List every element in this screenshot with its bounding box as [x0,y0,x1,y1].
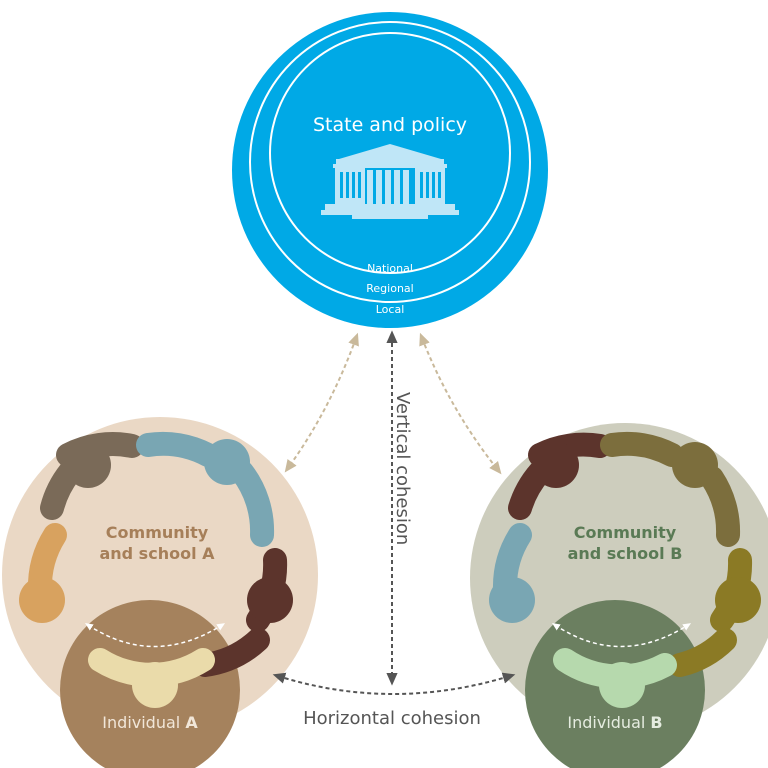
community-a-head-4 [132,662,178,708]
state-to-community-a-arrow [284,332,359,473]
individual-a-label: Individual A [102,713,198,732]
community-b-group: Community and school B Individual B [470,423,768,768]
horizontal-cohesion-label: Horizontal cohesion [303,708,481,729]
level-local: Local [376,303,405,316]
level-national: National [367,262,413,275]
state-policy-group: State and policy National [232,12,548,328]
community-a-head-1 [65,442,111,488]
community-a-group: Community and school A Individual A [2,417,318,768]
community-a-label-line1: Community [106,523,209,542]
individual-a-interaction-arrow [84,623,226,648]
national-ring [269,32,511,274]
state-to-community-b-arrow [419,332,502,475]
community-b-head-5 [489,577,535,623]
level-regional: Regional [366,282,413,295]
state-policy-title: State and policy [313,114,467,136]
building-window-lines [340,172,441,198]
community-b-label-line1: Community [574,523,677,542]
individual-b-interaction-arrow [551,623,692,648]
community-a-head-3 [247,577,293,623]
community-b-head-4 [599,662,645,708]
community-a-head-2 [204,439,250,485]
community-a-head-5 [19,577,65,623]
community-b-head-3 [715,577,761,623]
individual-b-label: Individual B [567,713,662,732]
community-b-head-1 [533,442,579,488]
community-a-label-line2: and school A [99,544,215,563]
regional-ring [249,21,531,303]
horizontal-cohesion-arrow [272,672,516,695]
community-b-head-2 [672,442,718,488]
vertical-cohesion-label: Vertical cohesion [392,392,413,545]
community-b-label-line2: and school B [568,544,683,563]
